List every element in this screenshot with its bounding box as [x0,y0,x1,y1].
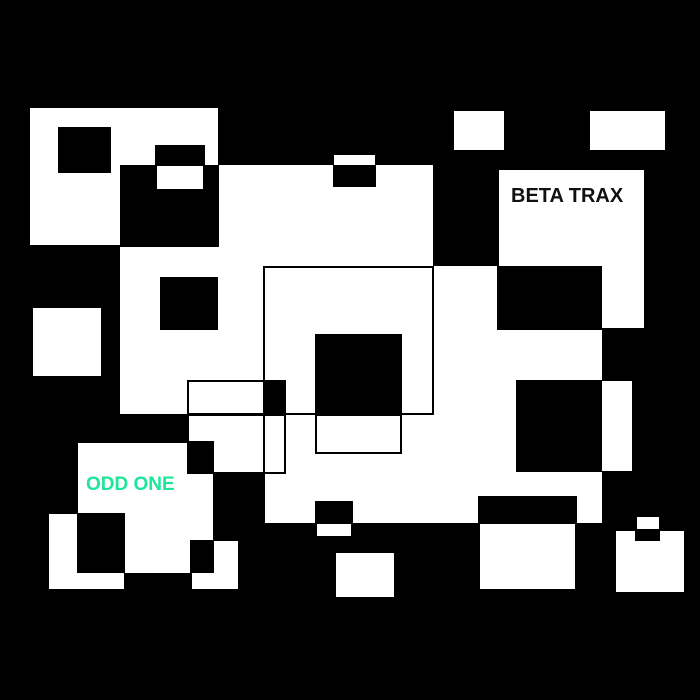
black-square-right [516,380,602,472]
outline-center-bottom [315,414,402,454]
white-cap-top-center [334,155,375,165]
outline-left-small [187,380,286,415]
white-box-top-right-1 [454,111,504,150]
white-notch-upper-left [157,166,203,189]
white-box-bottom-center [336,553,394,597]
black-square-center [315,334,402,414]
black-square-center-left [160,277,218,330]
white-strip-right-lower [577,472,602,523]
white-box-bottom-right [480,524,575,589]
black-notch-bottom-center [315,501,353,523]
white-cap-bottom-center [317,524,351,536]
black-cap-upper-left [155,145,205,165]
black-small-center-left [264,380,286,414]
vertical-line-center-left [263,380,265,475]
black-notch-far-right [635,529,660,541]
white-box-far-bottom-right [616,531,684,592]
white-box-top-right-2 [590,111,665,150]
white-square-far-left [33,308,101,376]
white-strip-right [602,381,632,471]
black-block-right-upper [497,266,602,330]
white-cap-far-right [637,517,659,529]
black-step-2 [213,474,265,523]
odd-one-label: ODD ONE [86,474,175,495]
black-step-1 [187,441,214,474]
black-square-top-left [58,127,111,173]
black-square-bottom-mid [190,540,214,573]
beta-trax-label: BETA TRAX [511,185,624,207]
outline-large-center [263,266,434,415]
black-notch-top-center [333,165,376,187]
black-bar-bottom-right [478,496,577,524]
black-square-bottom-left [77,513,125,573]
outline-left-tall [187,414,286,474]
